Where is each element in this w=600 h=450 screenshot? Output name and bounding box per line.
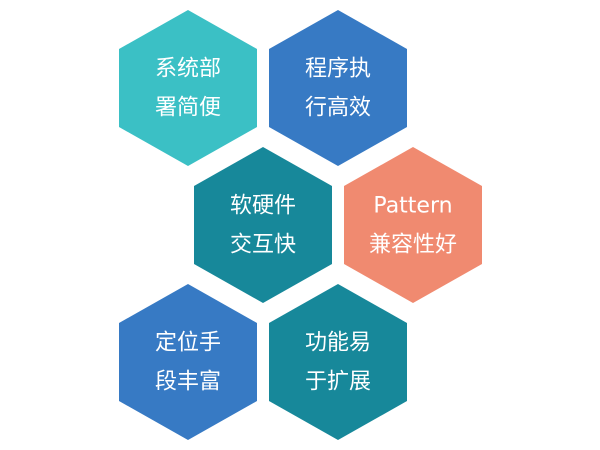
hexagon-label-line-2: 兼容性好 (369, 233, 457, 258)
hexagon-hardware-interaction: 软硬件 交互快 (194, 147, 332, 303)
hexagon-label-line-1: 软硬件 (230, 194, 296, 219)
hexagon-label-line-2: 署简便 (155, 96, 221, 121)
hexagon-label-line-1: 程序执 (305, 57, 371, 82)
hexagon-pattern-compatibility: Pattern 兼容性好 (344, 147, 482, 303)
hexagon-shape (344, 147, 482, 303)
hexagon-efficient-execution: 程序执 行高效 (269, 10, 407, 166)
hexagon-easy-deployment: 系统部 署简便 (119, 10, 257, 166)
hexagon-shape (119, 284, 257, 440)
hexagon-label-line-1: 定位手 (155, 331, 221, 356)
hexagon-shape (269, 284, 407, 440)
hexagon-label-line-2: 段丰富 (155, 370, 221, 395)
hexagon-label-line-2: 于扩展 (305, 370, 371, 395)
hexagon-label-line-2: 交互快 (230, 233, 296, 258)
hexagon-label-line-2: 行高效 (305, 96, 371, 121)
hexagon-locating-methods: 定位手 段丰富 (119, 284, 257, 440)
hexagon-shape (269, 10, 407, 166)
hexagon-label-line-1: 系统部 (155, 57, 221, 82)
hexagon-extensibility: 功能易 于扩展 (269, 284, 407, 440)
hexagon-shape (119, 10, 257, 166)
hexagon-label-line-1: Pattern (373, 194, 452, 219)
hexagon-label-line-1: 功能易 (305, 331, 371, 356)
hexagon-shape (194, 147, 332, 303)
